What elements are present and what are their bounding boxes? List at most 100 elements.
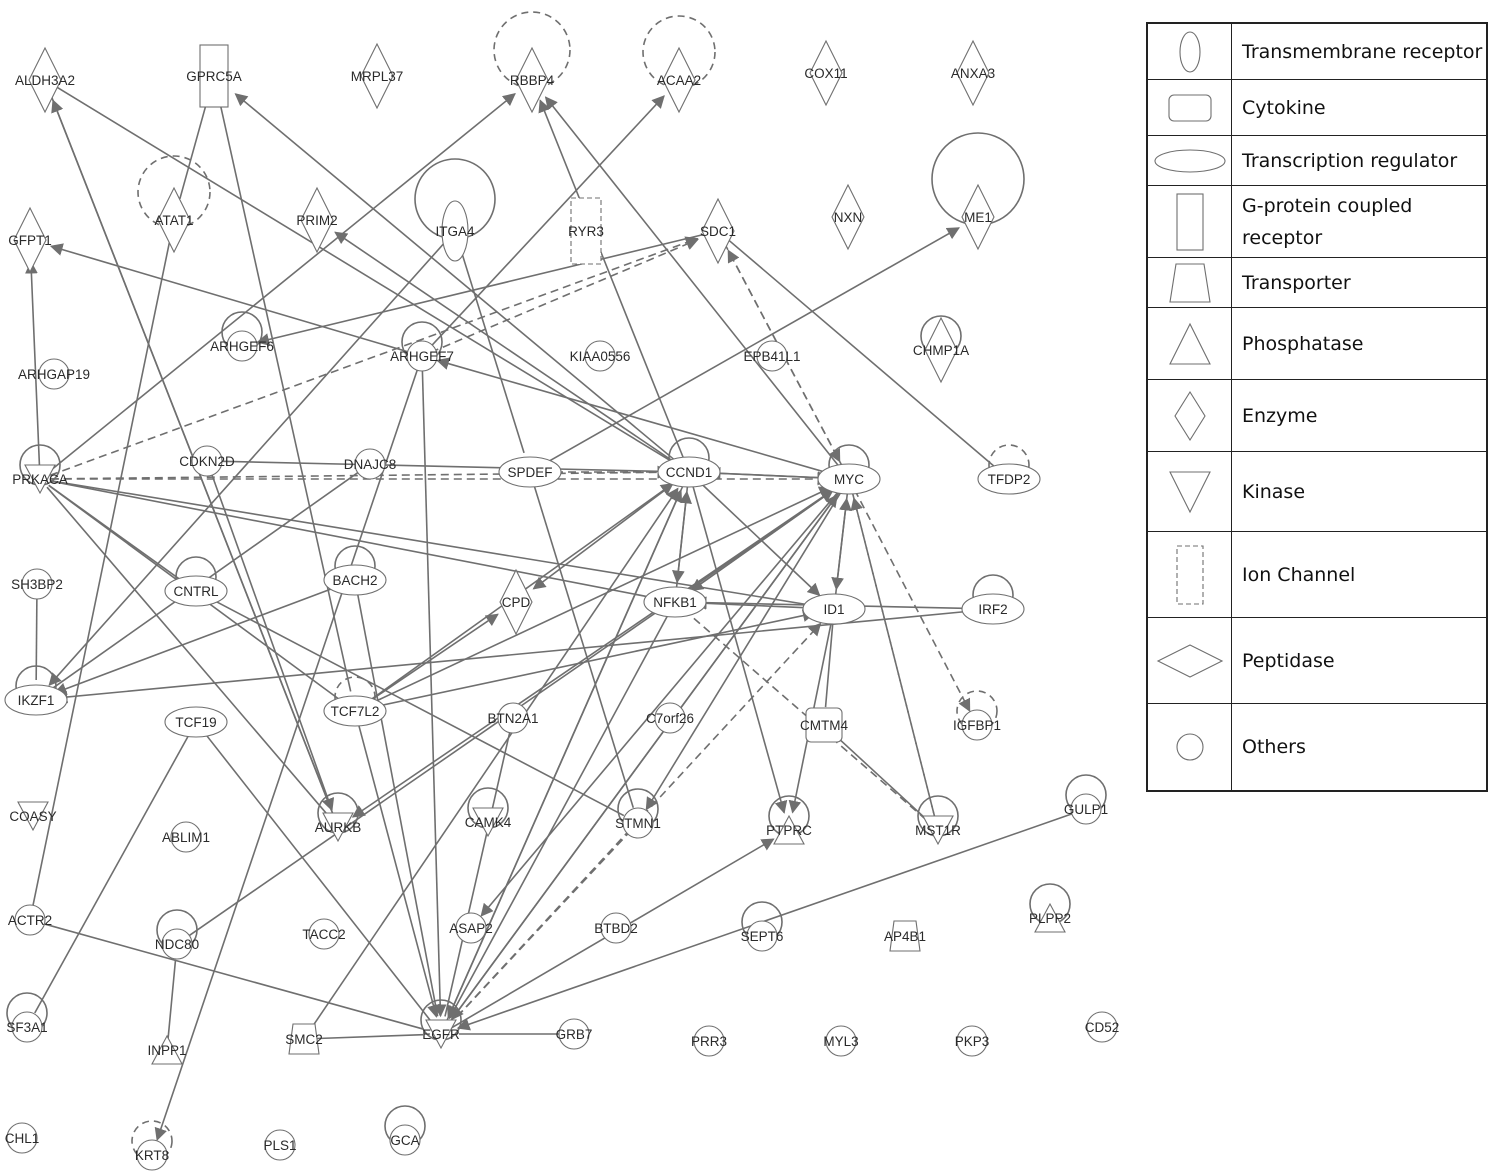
node-gprc5a[interactable]: GPRC5A — [186, 44, 242, 108]
node-cdkn2d[interactable]: CDKN2D — [179, 445, 235, 477]
enzyme-shape-icon — [961, 183, 995, 251]
kinase-legend-icon — [1148, 452, 1232, 531]
node-label: TCF19 — [175, 715, 216, 730]
node-nxn[interactable]: NXN — [831, 183, 865, 251]
node-epb41l1[interactable]: EPB41L1 — [743, 340, 801, 372]
node-arhgef7[interactable]: ARHGEF7 — [390, 340, 454, 372]
node-inpp1[interactable]: INPP1 — [147, 1034, 187, 1065]
node-actr2[interactable]: ACTR2 — [8, 904, 52, 936]
node-ccnd1[interactable]: CCND1 — [657, 456, 721, 488]
legend-label: Ion Channel — [1242, 563, 1356, 586]
node-ptprc[interactable]: PTPRC — [766, 814, 812, 845]
node-btn2a1[interactable]: BTN2A1 — [487, 702, 539, 734]
node-ablim1[interactable]: ABLIM1 — [162, 821, 210, 853]
node-asap2[interactable]: ASAP2 — [449, 912, 493, 944]
node-prr3[interactable]: PRR3 — [691, 1025, 727, 1057]
edge-itga4-spdef — [458, 243, 525, 454]
node-camk4[interactable]: CAMK4 — [465, 807, 512, 838]
edge-arhgef7-gfpt1 — [49, 243, 414, 355]
node-pkp3[interactable]: PKP3 — [955, 1025, 990, 1057]
node-label: NXN — [834, 210, 863, 225]
node-me1[interactable]: ME1 — [961, 183, 995, 251]
node-label: IRF2 — [978, 602, 1007, 617]
node-irf2[interactable]: IRF2 — [961, 593, 1025, 625]
node-prkaca[interactable]: PRKACA — [12, 464, 68, 495]
node-itga4[interactable]: ITGA4 — [435, 200, 475, 262]
node-gfpt1[interactable]: GFPT1 — [8, 206, 52, 274]
node-cd52[interactable]: CD52 — [1085, 1011, 1120, 1043]
node-gulp1[interactable]: GULP1 — [1064, 793, 1108, 825]
node-sdc1[interactable]: SDC1 — [700, 197, 736, 265]
node-myc[interactable]: MYC — [817, 463, 881, 495]
legend-row-cytokine: Cytokine — [1148, 80, 1486, 136]
node-sf3a1[interactable]: SF3A1 — [6, 1011, 48, 1043]
edge-tcf7l2-myc — [365, 486, 833, 707]
node-nfkb1[interactable]: NFKB1 — [643, 586, 707, 618]
node-spdef[interactable]: SPDEF — [498, 456, 562, 488]
self-loop-tcf7l2 — [334, 676, 376, 718]
other-shape-icon — [354, 448, 386, 480]
node-cmtm4[interactable]: CMTM4 — [800, 707, 848, 743]
kinase-shape-icon — [425, 1019, 457, 1050]
node-arhgap19[interactable]: ARHGAP19 — [18, 358, 90, 390]
node-dnajc8[interactable]: DNAJC8 — [344, 448, 397, 480]
node-ndc80[interactable]: NDC80 — [155, 928, 199, 960]
node-prim2[interactable]: PRIM2 — [296, 186, 338, 254]
node-cntrl[interactable]: CNTRL — [164, 575, 228, 607]
node-atat1[interactable]: ATAT1 — [154, 186, 194, 254]
node-chmp1a[interactable]: CHMP1A — [913, 316, 969, 384]
node-igfbp1[interactable]: IGFBP1 — [953, 709, 1001, 741]
edge-smc2-ccnd1 — [309, 487, 679, 1032]
legend-row-transmembrane: Transmembrane receptor — [1148, 24, 1486, 80]
node-grb7[interactable]: GRB7 — [556, 1018, 593, 1050]
node-sept6[interactable]: SEPT6 — [741, 920, 784, 952]
node-tcf19[interactable]: TCF19 — [164, 706, 228, 738]
node-krt8[interactable]: KRT8 — [135, 1139, 169, 1171]
node-anxa3[interactable]: ANXA3 — [951, 39, 995, 107]
node-id1[interactable]: ID1 — [802, 593, 866, 625]
node-ikzf1[interactable]: IKZF1 — [4, 684, 68, 716]
node-mst1r[interactable]: MST1R — [915, 815, 961, 846]
edge-layer — [25, 86, 1078, 1142]
node-btbd2[interactable]: BTBD2 — [594, 912, 638, 944]
node-smc2[interactable]: SMC2 — [285, 1023, 323, 1055]
edge-arhgef7-sdc1 — [430, 238, 699, 354]
node-sh3bp2[interactable]: SH3BP2 — [11, 568, 63, 600]
node-ap4b1[interactable]: AP4B1 — [884, 920, 926, 952]
node-label: AP4B1 — [884, 929, 926, 944]
node-cox11[interactable]: COX11 — [804, 39, 848, 107]
node-plpp2[interactable]: PLPP2 — [1029, 902, 1071, 933]
node-cpd[interactable]: CPD — [499, 568, 533, 636]
node-coasy[interactable]: COASY — [9, 801, 57, 832]
node-mrpl37[interactable]: MRPL37 — [351, 42, 404, 110]
legend-row-phosphatase: Phosphatase — [1148, 308, 1486, 380]
node-pls1[interactable]: PLS1 — [263, 1129, 297, 1161]
node-tacc2[interactable]: TACC2 — [302, 918, 346, 950]
node-label: CHL1 — [5, 1131, 40, 1146]
node-rbbp4[interactable]: RBBP4 — [510, 46, 555, 114]
node-chl1[interactable]: CHL1 — [5, 1122, 40, 1154]
node-aldh3a2[interactable]: ALDH3A2 — [15, 46, 75, 114]
node-stmn1[interactable]: STMN1 — [615, 807, 661, 839]
node-c7orf26[interactable]: C7orf26 — [646, 702, 694, 734]
node-tcf7l2[interactable]: TCF7L2 — [323, 695, 387, 727]
peptidase-legend-icon — [1148, 618, 1232, 703]
other-shape-icon — [191, 445, 223, 477]
other-shape-icon — [264, 1129, 296, 1161]
enzyme-shape-icon — [831, 183, 865, 251]
node-gca[interactable]: GCA — [389, 1124, 421, 1156]
node-label: PKP3 — [955, 1034, 990, 1049]
node-tfdp2[interactable]: TFDP2 — [977, 463, 1041, 495]
node-acaa2[interactable]: ACAA2 — [657, 46, 701, 114]
node-kiaa0556[interactable]: KIAA0556 — [570, 340, 631, 372]
node-label: KIAA0556 — [570, 349, 631, 364]
node-myl3[interactable]: MYL3 — [823, 1025, 859, 1057]
edge-stmn1-egfr — [452, 829, 633, 1022]
node-aurkb[interactable]: AURKB — [315, 812, 362, 843]
node-arhgef6[interactable]: ARHGEF6 — [210, 330, 274, 362]
node-bach2[interactable]: BACH2 — [323, 564, 387, 596]
node-ryr3[interactable]: RYR3 — [568, 197, 604, 265]
edge-ccnd1-prim2 — [334, 231, 680, 466]
node-egfr[interactable]: EGFR — [422, 1019, 460, 1050]
node-label: CNTRL — [173, 584, 218, 599]
